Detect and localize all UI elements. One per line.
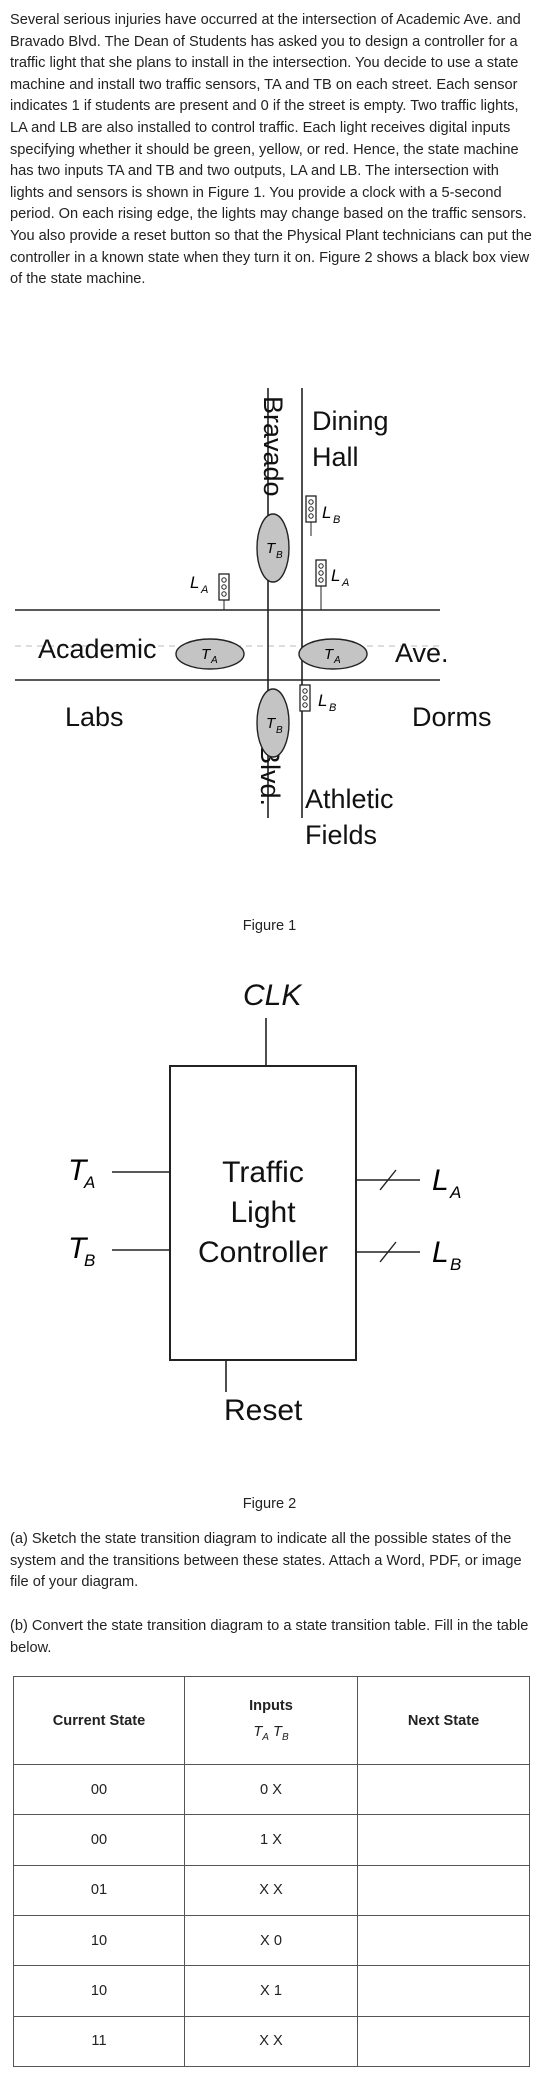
dining-label: Dining (312, 406, 389, 436)
svg-text:B: B (333, 514, 340, 526)
table-row: 11 X X (13, 2015, 530, 2068)
input-ta: T A (68, 1154, 170, 1192)
svg-text:B: B (450, 1255, 461, 1274)
sensor-tb-north: T B (256, 513, 290, 583)
table-row: 00 0 X (13, 1763, 530, 1816)
svg-text:L: L (318, 691, 327, 710)
header-inputs-vars: TA TB (253, 1724, 289, 1743)
svg-text:B: B (276, 725, 283, 736)
traffic-light-la-north: L A (315, 559, 349, 610)
svg-text:T: T (201, 646, 212, 663)
cell-current-state: 01 (13, 1864, 185, 1916)
svg-text:A: A (341, 577, 349, 589)
question-b: (b) Convert the state transition diagram… (10, 1618, 529, 1656)
svg-text:T: T (266, 715, 277, 732)
table-row: 00 1 X (13, 1814, 530, 1866)
svg-text:L: L (432, 1236, 449, 1269)
state-transition-table: Current State Inputs TA TB Next State 00… (13, 1676, 530, 2068)
svg-text:A: A (200, 584, 208, 596)
header-current-state: Current State (13, 1676, 185, 1765)
svg-text:T: T (266, 540, 277, 557)
svg-text:T: T (68, 1154, 89, 1187)
cell-inputs: X X (184, 1864, 358, 1916)
svg-text:L: L (331, 566, 340, 585)
table-header-row: Current State Inputs TA TB Next State (13, 1676, 530, 1765)
svg-text:T: T (324, 646, 335, 663)
svg-text:A: A (83, 1173, 95, 1192)
cell-next-state[interactable] (357, 1914, 530, 1967)
cell-next-state[interactable] (357, 1814, 530, 1866)
output-la: L A (356, 1164, 461, 1202)
svg-text:L: L (322, 503, 331, 522)
cell-current-state: 00 (13, 1763, 185, 1816)
table-row: 10 X 0 (13, 1914, 530, 1967)
cell-inputs: 0 X (184, 1763, 358, 1816)
cell-current-state: 10 (13, 1965, 185, 2017)
cell-current-state: 00 (13, 1814, 185, 1866)
cell-inputs: X X (184, 2015, 358, 2068)
bravado-label: Bravado (258, 396, 288, 497)
cell-inputs: X 0 (184, 1914, 358, 1967)
figure-2-black-box-diagram: CLK Traffic Light Controller T A T B L A… (68, 979, 461, 1427)
cell-inputs: X 1 (184, 1965, 358, 2017)
cell-current-state: 11 (13, 2015, 185, 2068)
athletic-label: Athletic (305, 784, 394, 814)
academic-label: Academic (38, 634, 157, 664)
sensor-ta-west: T A (175, 638, 245, 670)
table-row: 10 X 1 (13, 1965, 530, 2017)
svg-text:B: B (329, 702, 336, 714)
fields-label: Fields (305, 820, 377, 850)
clk-label: CLK (243, 979, 303, 1012)
controller-line-2: Light (230, 1196, 296, 1229)
svg-text:A: A (210, 655, 218, 666)
header-inputs: Inputs TA TB (184, 1676, 358, 1765)
svg-text:B: B (276, 550, 283, 561)
svg-text:B: B (84, 1251, 95, 1270)
output-lb: L B (356, 1236, 461, 1274)
svg-text:A: A (333, 655, 341, 666)
dorms-label: Dorms (412, 702, 492, 732)
cell-next-state[interactable] (357, 1864, 530, 1916)
controller-line-3: Controller (198, 1236, 328, 1269)
labs-label: Labs (65, 702, 124, 732)
cell-next-state[interactable] (357, 1763, 530, 1816)
reset-label: Reset (224, 1394, 303, 1427)
svg-text:T: T (68, 1232, 89, 1265)
svg-text:L: L (432, 1164, 449, 1197)
controller-box (169, 1065, 357, 1361)
header-inputs-label: Inputs (249, 1698, 293, 1715)
svg-text:A: A (449, 1183, 461, 1202)
header-next-state: Next State (357, 1676, 530, 1765)
svg-text:L: L (190, 573, 199, 592)
problem-statement: Several serious injuries have occurred a… (10, 12, 532, 288)
sensor-tb-south: T B (256, 688, 290, 758)
question-a: (a) Sketch the state transition diagram … (10, 1531, 522, 1591)
figure-2-caption: Figure 2 (242, 1496, 297, 1512)
input-tb: T B (68, 1232, 170, 1270)
traffic-light-lb-south: L B (299, 684, 336, 714)
figure-1-caption: Figure 1 (242, 918, 297, 934)
traffic-light-lb-north: L B (305, 495, 340, 536)
cell-next-state[interactable] (357, 2015, 530, 2068)
ave-label: Ave. (395, 638, 449, 668)
sensor-ta-east: T A (298, 638, 368, 670)
controller-line-1: Traffic (222, 1156, 304, 1189)
cell-current-state: 10 (13, 1914, 185, 1967)
hall-label: Hall (312, 442, 359, 472)
cell-inputs: 1 X (184, 1814, 358, 1866)
figure-1-intersection-diagram: Bravado Blvd. Dining Hall Academic Ave. … (15, 388, 492, 850)
table-row: 01 X X (13, 1864, 530, 1916)
cell-next-state[interactable] (357, 1965, 530, 2017)
traffic-light-la-west: L A (190, 573, 230, 610)
